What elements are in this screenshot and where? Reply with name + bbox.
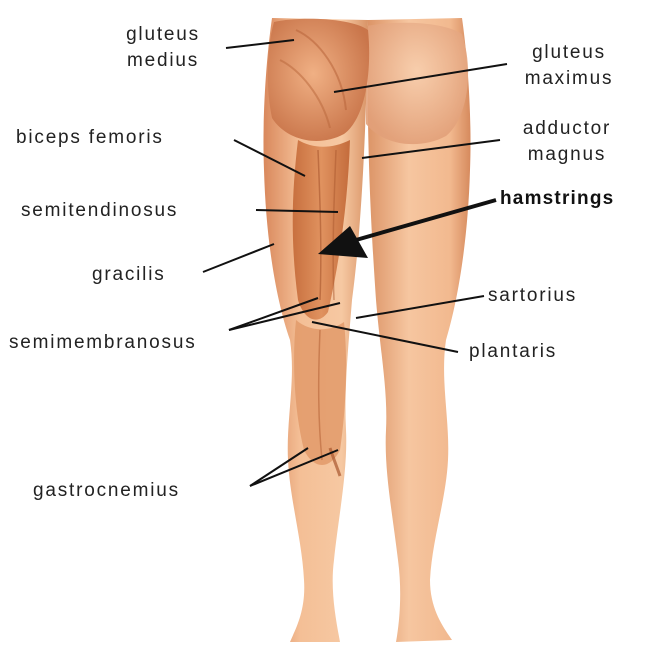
label-semimembranosus: semimembranosus bbox=[9, 330, 197, 356]
label-gluteus-maximus-line2: maximus bbox=[507, 66, 631, 92]
label-adductor-magnus: adductor magnus bbox=[503, 116, 631, 168]
label-adductor-magnus-line1: adductor bbox=[503, 116, 631, 142]
label-gluteus-medius-line2: medius bbox=[108, 48, 218, 74]
label-hamstrings: hamstrings bbox=[500, 186, 614, 212]
label-sartorius: sartorius bbox=[488, 283, 577, 309]
label-gluteus-maximus-line1: gluteus bbox=[507, 40, 631, 66]
right-leg bbox=[366, 18, 471, 642]
label-gluteus-medius-line1: gluteus bbox=[108, 22, 218, 48]
label-semitendinosus: semitendinosus bbox=[21, 198, 178, 224]
label-biceps-femoris: biceps femoris bbox=[16, 125, 164, 151]
label-gluteus-maximus: gluteus maximus bbox=[507, 40, 631, 92]
label-gracilis: gracilis bbox=[92, 262, 166, 288]
leader-gracilis bbox=[203, 244, 274, 272]
label-gastrocnemius: gastrocnemius bbox=[33, 478, 180, 504]
label-plantaris: plantaris bbox=[469, 339, 557, 365]
label-adductor-magnus-line2: magnus bbox=[503, 142, 631, 168]
label-gluteus-medius: gluteus medius bbox=[108, 22, 218, 74]
